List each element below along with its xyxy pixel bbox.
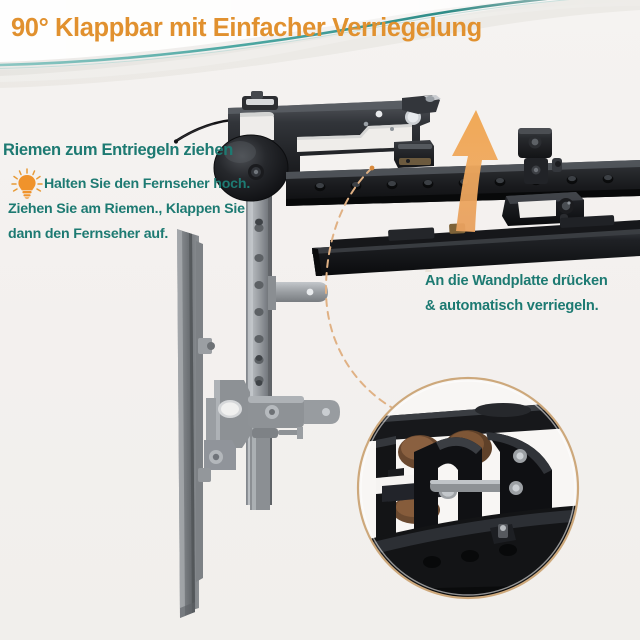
upward-motion-arrow <box>452 110 498 232</box>
locking-mechanism-detail <box>356 376 580 600</box>
wall-plate <box>312 215 640 276</box>
callout-left-heading: Riemen zum Entriegeln ziehen <box>3 141 233 159</box>
strap-anchor-clamp <box>242 91 278 110</box>
lower-hinge-bracket <box>204 380 340 470</box>
callout-left-line-1: Halten Sie den Fernseher hoch. <box>44 176 251 192</box>
rail-clamp-block <box>518 128 562 184</box>
callout-right-line-2: & automatisch verriegeln. <box>425 298 599 314</box>
detail-callout-leader <box>324 165 401 413</box>
panel-upper-bracket <box>198 338 215 482</box>
callout-right-body: An die Wandplatte drücken & automatisch … <box>425 269 608 319</box>
post-mounting-tab <box>268 276 328 310</box>
callout-right-line-1: An die Wandplatte drücken <box>425 273 608 289</box>
pivot-knob <box>213 134 289 202</box>
callout-left-line-3: dann den Fernseher auf. <box>8 226 169 242</box>
callout-left-body: Halten Sie den Fernseher hoch. Ziehen Si… <box>8 172 250 247</box>
callout-left-line-2: Ziehen Sie am Riemen., Klappen Sie <box>8 201 245 217</box>
right-swivel-foot <box>502 192 584 230</box>
lightbulb-icon <box>11 168 43 199</box>
tv-panel <box>177 229 203 618</box>
vertical-extension-post <box>246 175 272 510</box>
